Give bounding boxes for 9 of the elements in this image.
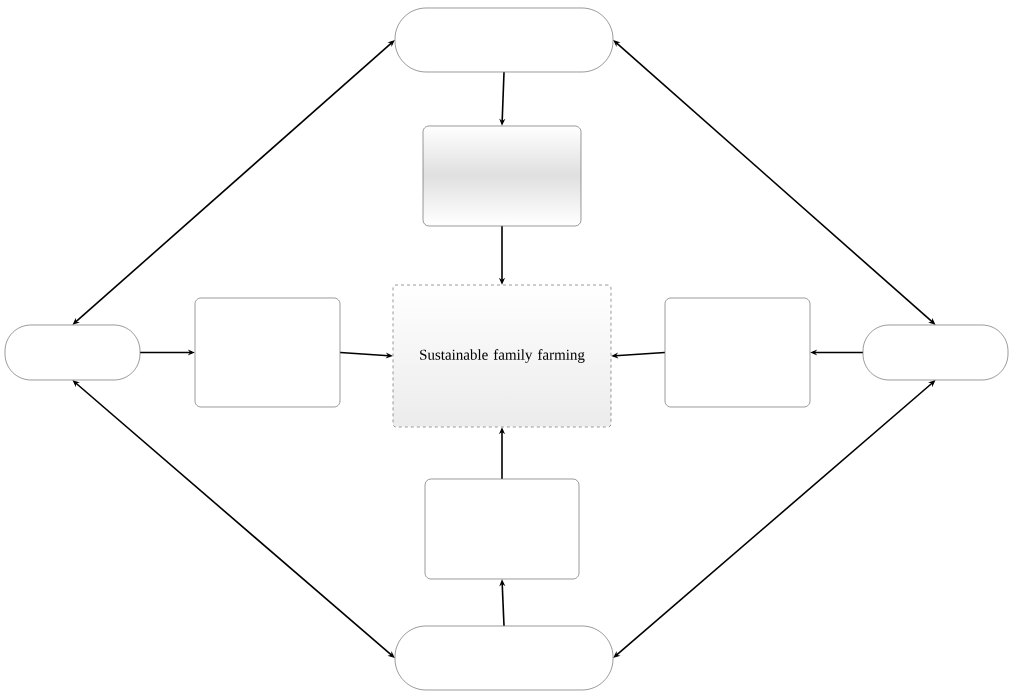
process-box bbox=[194, 297, 341, 408]
process-box bbox=[664, 297, 811, 408]
process-box bbox=[424, 478, 580, 580]
rounded-box bbox=[4, 324, 141, 381]
process-box bbox=[422, 125, 582, 227]
rounded-box bbox=[394, 625, 614, 691]
rounded-box bbox=[862, 324, 1009, 381]
text-box: Sustainable family farming bbox=[392, 284, 612, 428]
rounded-box bbox=[394, 7, 614, 73]
